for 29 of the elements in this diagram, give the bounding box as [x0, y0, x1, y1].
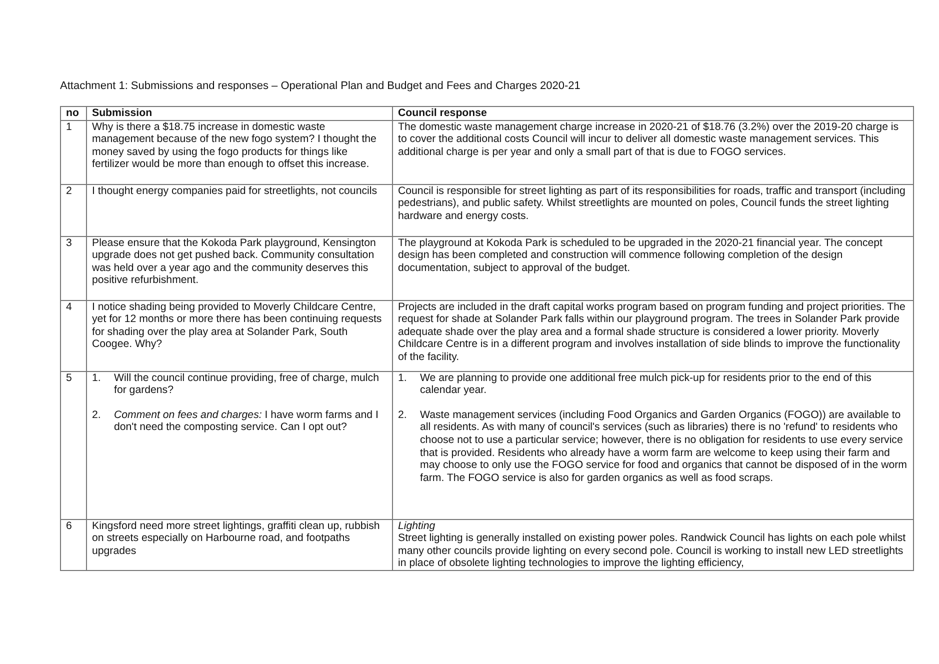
column-header: no	[66, 107, 80, 120]
row-number: 5	[66, 372, 73, 384]
submission-text: Kingsford need more street lightings, graffiti clean up, rubbish on streets especially on Harbourne road, and footpaths upgrades	[92, 520, 381, 558]
row-number: 3	[66, 236, 73, 250]
submission-text: I notice shading being provided to Moverly Childcare Centre, yet for 12 months or more there has been continuing requests for shading over the play area at Solander Park, South Coogee. Why?	[92, 300, 383, 351]
list-item: Comment on fees and charges: I have worm farms and I don't need the composting service. Can I opt out?	[114, 408, 380, 434]
column-header: Council response	[398, 107, 488, 120]
document-title: Attachment 1: Submissions and responses – Operational Plan and Budget and Fees and Charges 2020-21	[60, 80, 582, 93]
list-number: 1.	[398, 372, 408, 386]
row-number: 2	[66, 184, 73, 198]
response-text: Council is responsible for street lighting as part of its responsibilities for roads, traffic and transport (including pedestrians), and public safety. Whilst streetlights are mounted on poles, Council funds the street lighting hardware and energy costs.	[398, 184, 906, 222]
list-number: 2.	[92, 408, 102, 423]
row-number: 6	[66, 520, 73, 532]
response-text: The domestic waste management charge increase in 2020-21 of $18.76 (3.2%) over the 2019-20 charge is to cover the additional costs Council will incur to deliver all domestic waste management services. This additional charge is per year and only a small part of that is due to FOGO services.	[398, 120, 900, 158]
list-item: Waste management services (including Food Organics and Garden Organics (FOGO)) are available to all residents. As with many of council's services (such as libraries) there is no 'refund' to residents who choose not to use a particular service; however, there is no obligation for residents to use every service that is provided. Residents who already have a worm farm are welcome to keep using their farm and may choose to only use the FOGO service for food and organics that cannot be disposed of in the worm farm. The FOGO service is also for garden organics as well as food scraps.	[420, 408, 908, 484]
response-text: Street lighting is generally installed on existing power poles. Randwick Council has lights on each pole whilst many other councils provide lighting on every second pole. Council is working to install new LED streetlights in place of obsolete lighting technologies to improve the lighting efficiency,	[398, 532, 907, 570]
list-item: We are planning to provide one additional free mulch pick-up for residents prior to the end of this calendar year.	[420, 372, 872, 397]
submission-text: Please ensure that the Kokoda Park playground, Kensington upgrade does not get pushed back. Community consultation was held over a year ago and the community deserves this positive refurbishment.	[92, 236, 377, 287]
list-number: 1.	[92, 372, 102, 386]
list-item: Will the council continue providing, free of charge, mulch for gardens?	[114, 372, 380, 397]
response-text: Projects are included in the draft capital works program based on program funding and project priorities. The request for shade at Solander Park falls within our playground program. The trees in Solander Park provide adequate shade over the play area and a formal shade structure is considered a lower priority. Moverly Childcare Centre is in a different program and involves installation of side blinds to improve the functionality of the facility.	[398, 300, 906, 364]
submission-text: Why is there a $18.75 increase in domestic waste management because of the new fogo system? I thought the money saved by using the fogo products for things like fertilizer would be more than enough to offset this increase.	[92, 120, 378, 171]
response-text: The playground at Kokoda Park is scheduled to be upgraded in the 2020-21 financial year. The concept design has been completed and construction will commence following completion of the design documentation, subject to approval of the budget.	[398, 236, 884, 274]
column-header: Submission	[92, 107, 154, 120]
submission-text: I thought energy companies paid for streetlights, not councils	[92, 184, 378, 198]
row-number: 4	[66, 300, 73, 314]
row-number: 1	[66, 120, 73, 134]
list-number: 2.	[398, 408, 408, 423]
section-heading: Lighting	[398, 520, 436, 532]
